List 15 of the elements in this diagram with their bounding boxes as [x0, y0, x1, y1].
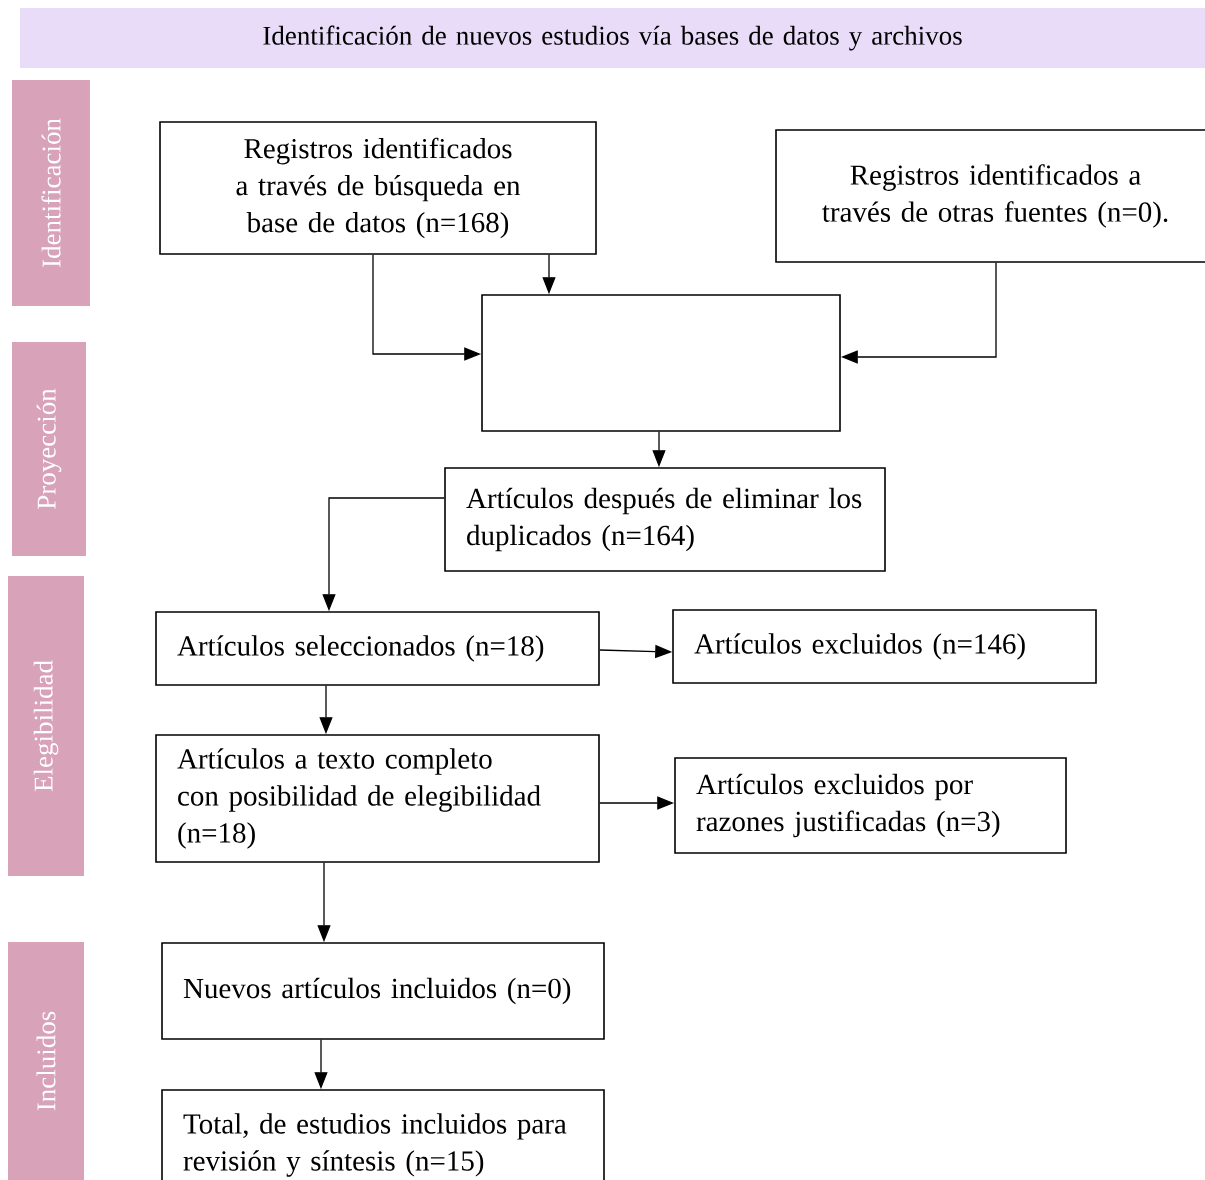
stage-band: Proyección [12, 342, 86, 556]
process-box: Nuevos artículos incluidos (n=0) [161, 942, 605, 1040]
process-box: Artículos excluidos (n=146) [672, 609, 1097, 684]
process-box: Artículos a texto completo con posibilidad de elegibilidad (n=18) [155, 734, 600, 863]
process-box: Registros identificados a través de búsqueda en base de datos (n=168) [159, 121, 597, 255]
stage-band: Incluidos [8, 942, 84, 1180]
process-box [481, 294, 841, 432]
process-box: Artículos después de eliminar los duplicados (n=164) [444, 467, 886, 572]
stage-band: Elegibilidad [8, 576, 84, 876]
process-box: Artículos excluidos por razones justificadas (n=3) [674, 757, 1067, 854]
process-box: Registros identificados a través de otras fuentes (n=0). [775, 129, 1205, 263]
process-box: Total, de estudios incluidos para revisión y síntesis (n=15) [161, 1089, 605, 1180]
stage-band: Identificación [12, 80, 90, 306]
process-box: Artículos seleccionados (n=18) [155, 611, 600, 686]
title-band: Identificación de nuevos estudios vía bases de datos y archivos [20, 8, 1205, 68]
